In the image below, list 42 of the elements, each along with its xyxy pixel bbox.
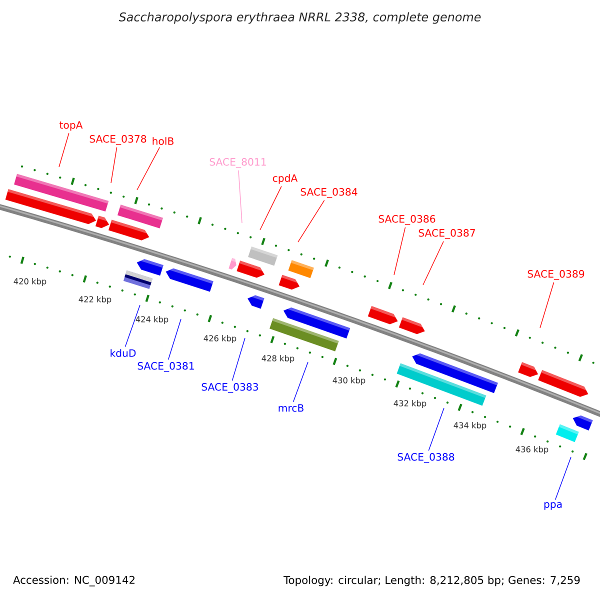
gene-label: cpdA	[272, 174, 298, 184]
scale-label: 428 kbp	[262, 355, 294, 363]
leader-line	[110, 147, 118, 184]
scale-label: 422 kbp	[78, 296, 112, 304]
leader-line	[394, 227, 406, 276]
scale-label: 436 kbp	[516, 446, 548, 454]
leader-line	[292, 362, 308, 402]
scale-label: 434 kbp	[454, 422, 486, 430]
leader-line	[260, 186, 282, 230]
gene-label: mrcB	[278, 404, 304, 412]
gene-label: SACE_0378	[90, 135, 146, 145]
gene-label: SACE_0381	[138, 362, 194, 372]
scale-label: 426 kbp	[204, 335, 236, 343]
title: Saccharopolyspora erythraea NRRL 2338, complete genome	[118, 12, 481, 24]
gene-label: SACE_0389	[528, 270, 584, 280]
leader-line	[298, 200, 325, 242]
scale-label: 430 kbp	[332, 377, 366, 385]
leader-line	[554, 456, 572, 500]
gene-label: SACE_0383	[202, 383, 258, 393]
leader-line	[124, 304, 140, 348]
gene-label: kduD	[110, 349, 136, 357]
scale-label: 424 kbp	[136, 316, 168, 324]
leader-line	[238, 170, 242, 224]
leader-line	[232, 338, 246, 382]
leader-line	[168, 318, 182, 360]
gene-label: SACE_8011	[210, 158, 266, 168]
scale-label: 420 kbp	[14, 278, 46, 286]
scale-label: 432 kbp	[394, 400, 426, 408]
leader-line	[58, 132, 70, 168]
leader-line	[428, 408, 444, 452]
leader-line	[540, 282, 554, 328]
footer-text: Accession: NC_009142	[13, 576, 134, 586]
gene-label: SACE_0387	[418, 229, 475, 239]
gene-label: SACE_0384	[300, 188, 358, 198]
gene-label: SACE_0386	[378, 215, 436, 225]
leader-line	[422, 241, 444, 286]
leader-line	[136, 146, 160, 190]
gene-label: SACE_0388	[398, 453, 454, 463]
footer-text: Topology: circular; Length: 8,212,805 bp; Genes: 7,259	[284, 576, 580, 586]
gene-label: topA	[60, 121, 83, 131]
gene-label: ppa	[544, 502, 562, 510]
gene-label: holB	[152, 137, 174, 145]
